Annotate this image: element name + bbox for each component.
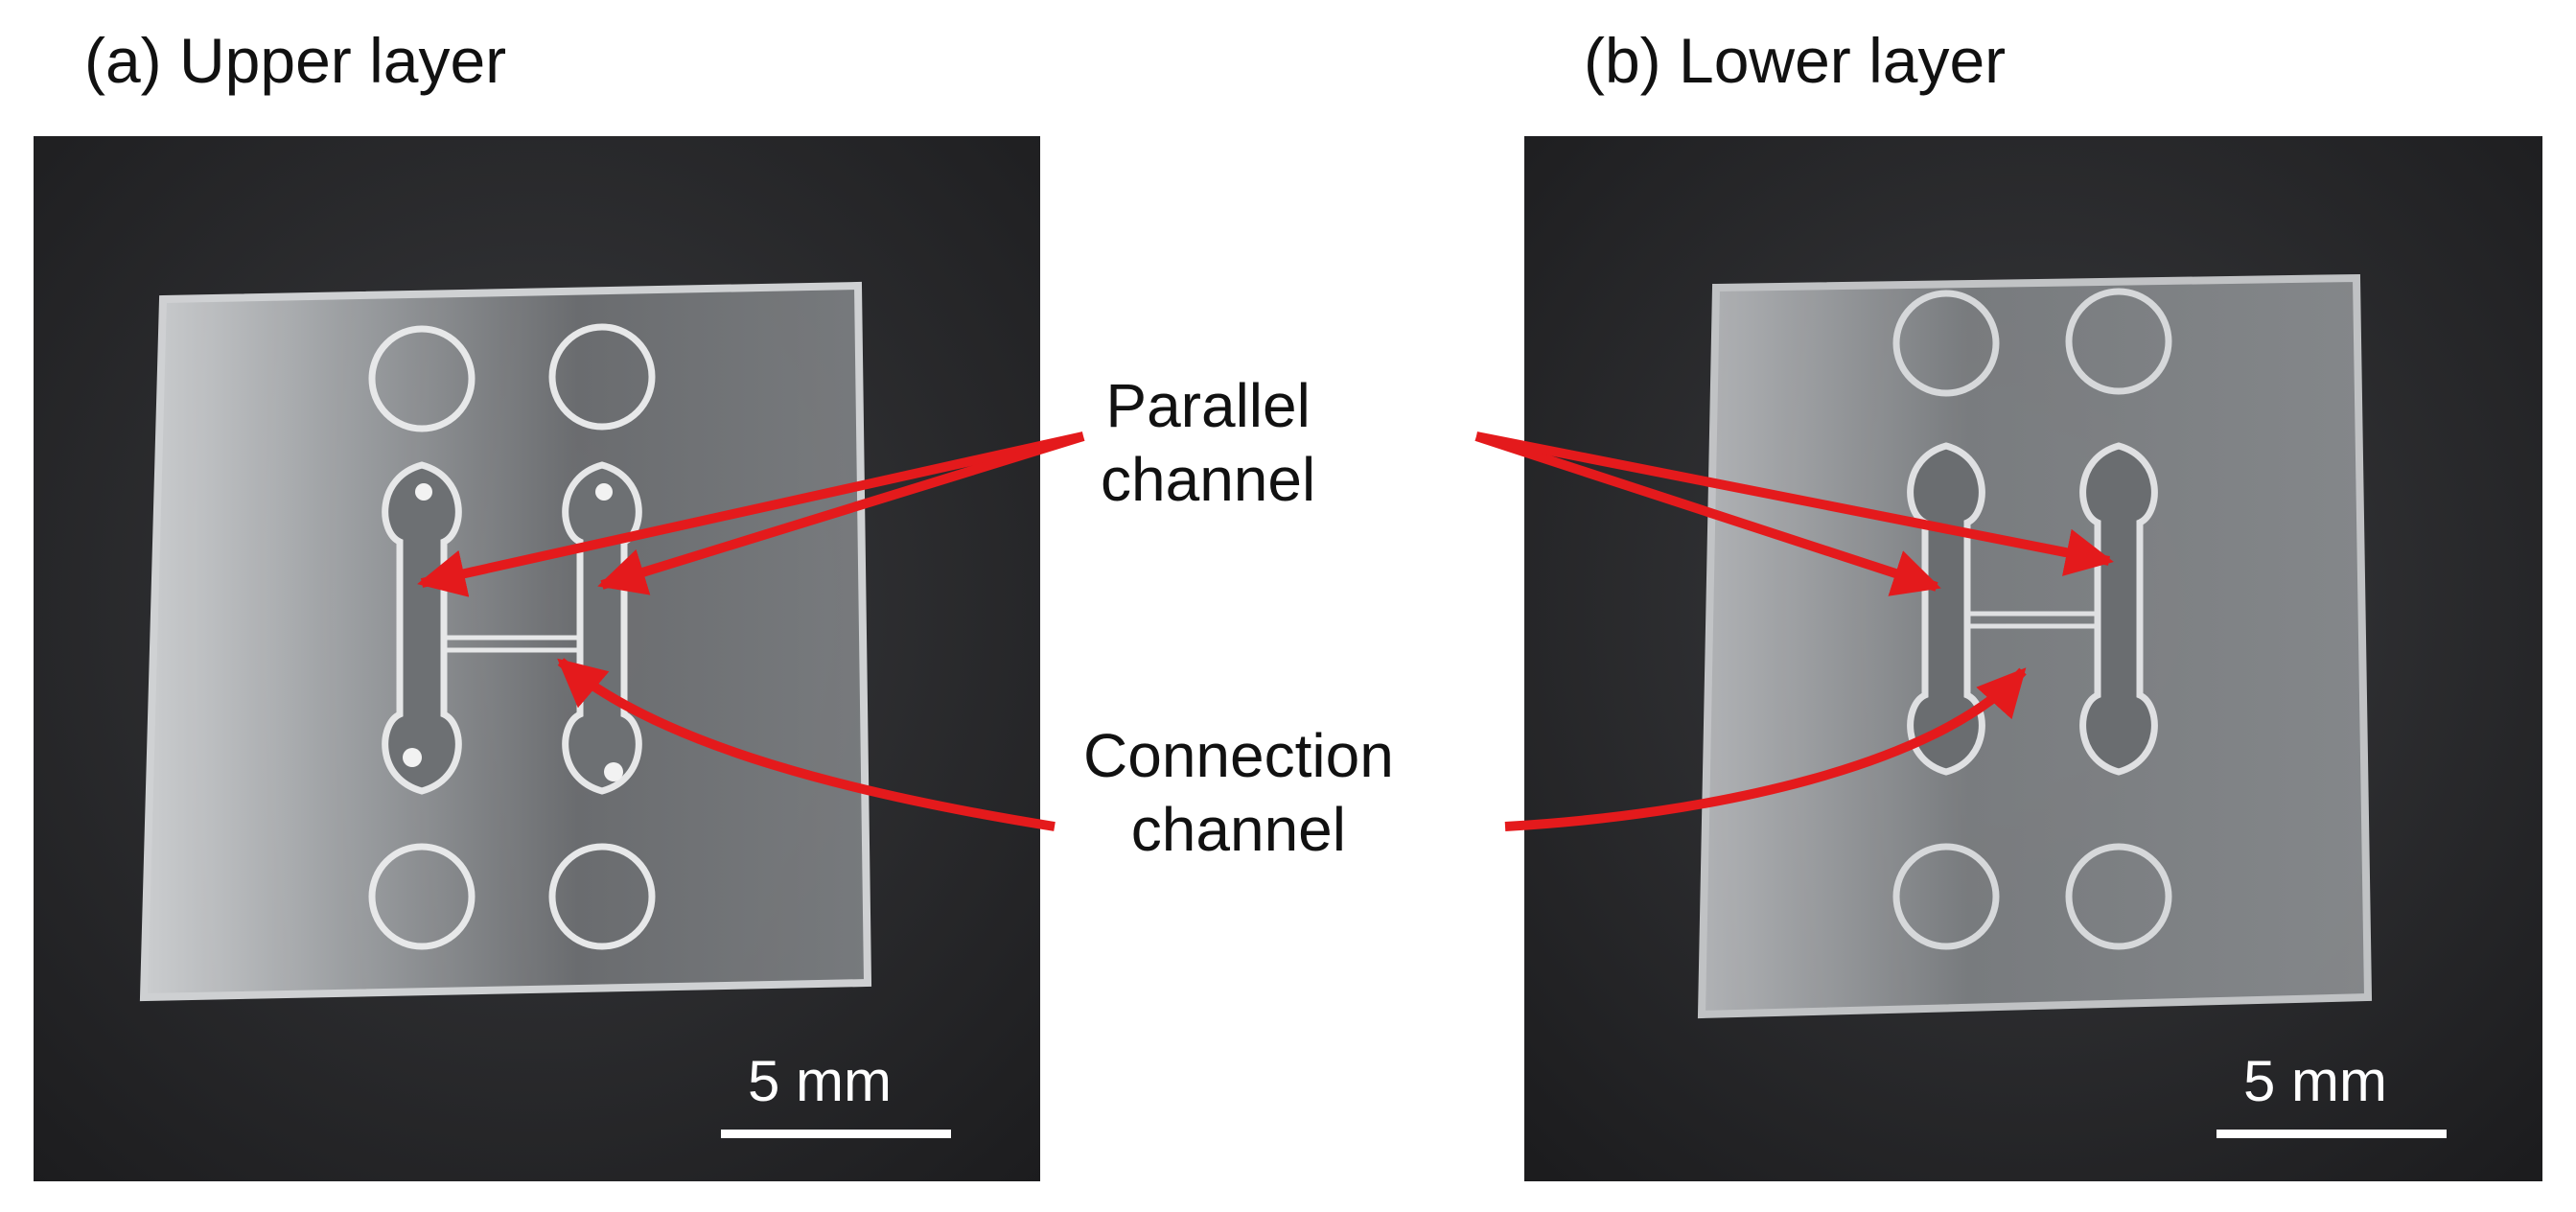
callout-connection-channel: Connection channel [1083,719,1394,867]
annotation-arrows [417,431,2114,831]
scale-label-b: 5 mm [2243,1049,2387,1113]
scale-bar-b [2216,1130,2447,1138]
panel-b-title: (b) Lower layer [1584,25,2007,96]
arrow-parallel-a-right [597,431,1085,595]
callout-parallel-line1: Parallel [1105,371,1311,440]
callout-connection-line2: channel [1130,794,1346,864]
panel-a-photo [34,136,1040,1181]
callout-parallel-line2: channel [1101,444,1316,514]
arrow-connection-b [1504,667,2027,831]
arrow-parallel-a-left [417,431,1085,597]
callout-parallel-channel: Parallel channel [1101,369,1315,517]
arrow-connection-a [557,658,1056,831]
panel-a-title: (a) Upper layer [84,25,507,96]
scale-bar-a [721,1130,951,1138]
arrow-parallel-b-right [1475,431,2114,576]
panel-b-photo [1524,136,2542,1181]
arrow-parallel-b-left [1474,431,1941,596]
scale-label-a: 5 mm [748,1049,892,1113]
callout-connection-line1: Connection [1083,721,1394,790]
